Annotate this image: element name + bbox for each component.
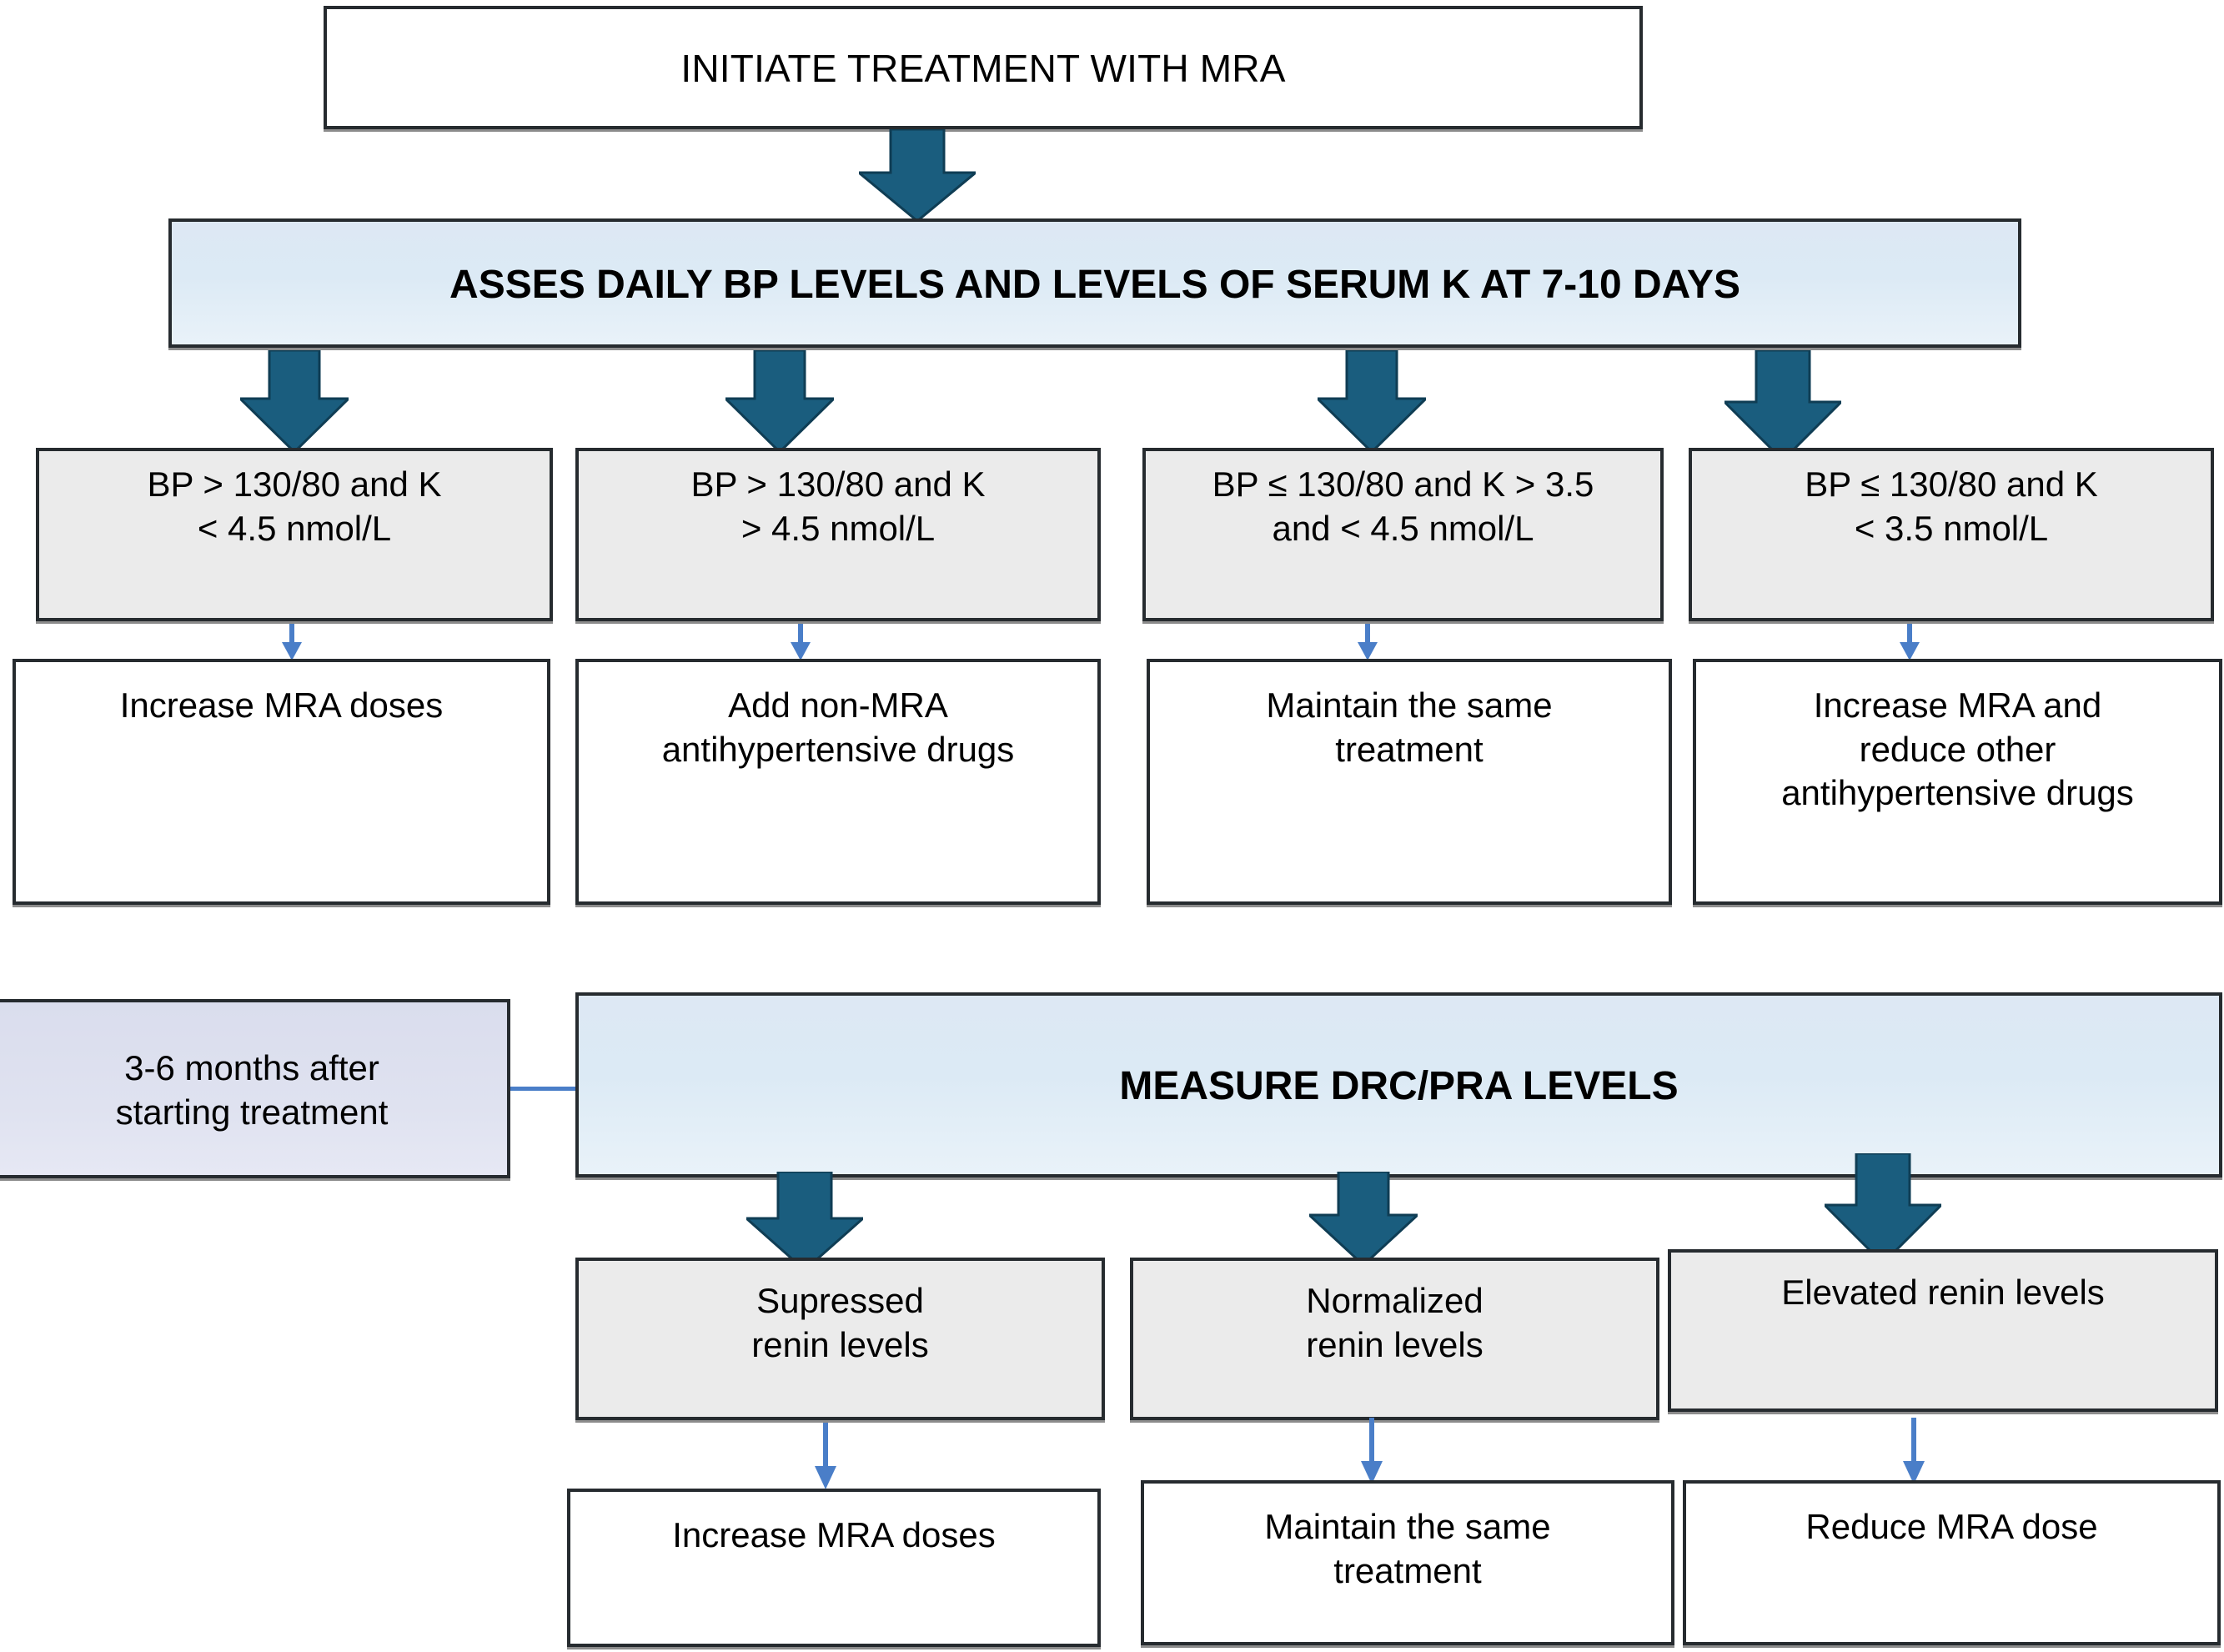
node-initiate-treatment: INITIATE TREATMENT WITH MRA: [324, 6, 1643, 132]
node-initiate-treatment-label: INITIATE TREATMENT WITH MRA: [680, 47, 1286, 91]
blue-arrow-renin-2-to-act-2: [1355, 1418, 1388, 1484]
node-assess-bp-and-k-label: ASSES DAILY BP LEVELS AND LEVELS OF SERU…: [449, 262, 1740, 307]
node-measure-drc-pra: MEASURE DRC/PRA LEVELS: [575, 992, 2222, 1180]
node-renin-2-label: Normalized renin levels: [1306, 1281, 1484, 1364]
node-renin-action-1: Increase MRA doses: [567, 1489, 1101, 1649]
blue-arrow-cond-2-to-act-2: [784, 624, 817, 660]
node-renin-action-1-label: Increase MRA doses: [672, 1515, 996, 1554]
node-action-4-label: Increase MRA and reduce other antihypert…: [1781, 685, 2134, 812]
node-renin-1-label: Supressed renin levels: [751, 1281, 929, 1364]
node-action-1: Increase MRA doses: [13, 659, 550, 907]
node-renin-action-3-label: Reduce MRA dose: [1805, 1507, 2098, 1546]
node-condition-1-label: BP > 130/80 and K < 4.5 nmol/L: [147, 464, 442, 548]
node-renin-3: Elevated renin levels: [1668, 1249, 2218, 1414]
node-renin-2: Normalized renin levels: [1130, 1258, 1659, 1423]
node-assess-bp-and-k: ASSES DAILY BP LEVELS AND LEVELS OF SERU…: [168, 218, 2021, 350]
teal-arrow-assess-to-cond-2: [725, 350, 834, 452]
teal-arrow-assess-to-cond-1: [240, 350, 349, 452]
node-action-2-label: Add non-MRA antihypertensive drugs: [661, 685, 1015, 769]
blue-arrow-cond-1-to-act-1: [275, 624, 309, 660]
link-line-timing-to-measure: [510, 1087, 577, 1091]
node-measure-drc-pra-label: MEASURE DRC/PRA LEVELS: [1119, 1064, 1679, 1108]
blue-arrow-renin-3-to-act-3: [1897, 1418, 1930, 1484]
node-timing-note-label: 3-6 months after starting treatment: [115, 1048, 389, 1132]
blue-arrow-cond-4-to-act-4: [1893, 624, 1926, 660]
node-action-3: Maintain the same treatment: [1147, 659, 1672, 907]
node-condition-4: BP ≤ 130/80 and K < 3.5 nmol/L: [1689, 448, 2214, 624]
node-condition-4-label: BP ≤ 130/80 and K < 3.5 nmol/L: [1805, 464, 2098, 548]
node-timing-note: 3-6 months after starting treatment: [0, 999, 510, 1181]
teal-arrow-initiate-to-assess: [859, 129, 976, 221]
teal-arrow-measure-to-renin-1: [746, 1172, 863, 1270]
node-renin-3-label: Elevated renin levels: [1781, 1273, 2105, 1312]
node-renin-action-3: Reduce MRA dose: [1683, 1480, 2221, 1648]
node-condition-2: BP > 130/80 and K > 4.5 nmol/L: [575, 448, 1101, 624]
node-condition-1: BP > 130/80 and K < 4.5 nmol/L: [36, 448, 553, 624]
node-action-2: Add non-MRA antihypertensive drugs: [575, 659, 1101, 907]
node-action-4: Increase MRA and reduce other antihypert…: [1693, 659, 2222, 907]
blue-arrow-renin-1-to-act-1: [809, 1423, 842, 1489]
node-condition-3-label: BP ≤ 130/80 and K > 3.5 and < 4.5 nmol/L: [1212, 464, 1594, 548]
teal-arrow-assess-to-cond-3: [1318, 350, 1426, 452]
teal-arrow-assess-to-cond-4: [1724, 350, 1841, 460]
node-condition-3: BP ≤ 130/80 and K > 3.5 and < 4.5 nmol/L: [1142, 448, 1664, 624]
teal-arrow-measure-to-renin-2: [1309, 1172, 1418, 1265]
teal-arrow-measure-to-renin-3: [1825, 1153, 1941, 1263]
node-action-1-label: Increase MRA doses: [119, 685, 444, 725]
blue-arrow-cond-3-to-act-3: [1351, 624, 1384, 660]
node-condition-2-label: BP > 130/80 and K > 4.5 nmol/L: [690, 464, 986, 548]
node-renin-1: Supressed renin levels: [575, 1258, 1105, 1423]
node-renin-action-2-label: Maintain the same treatment: [1264, 1507, 1551, 1590]
node-renin-action-2: Maintain the same treatment: [1141, 1480, 1674, 1648]
node-action-3-label: Maintain the same treatment: [1266, 685, 1553, 769]
